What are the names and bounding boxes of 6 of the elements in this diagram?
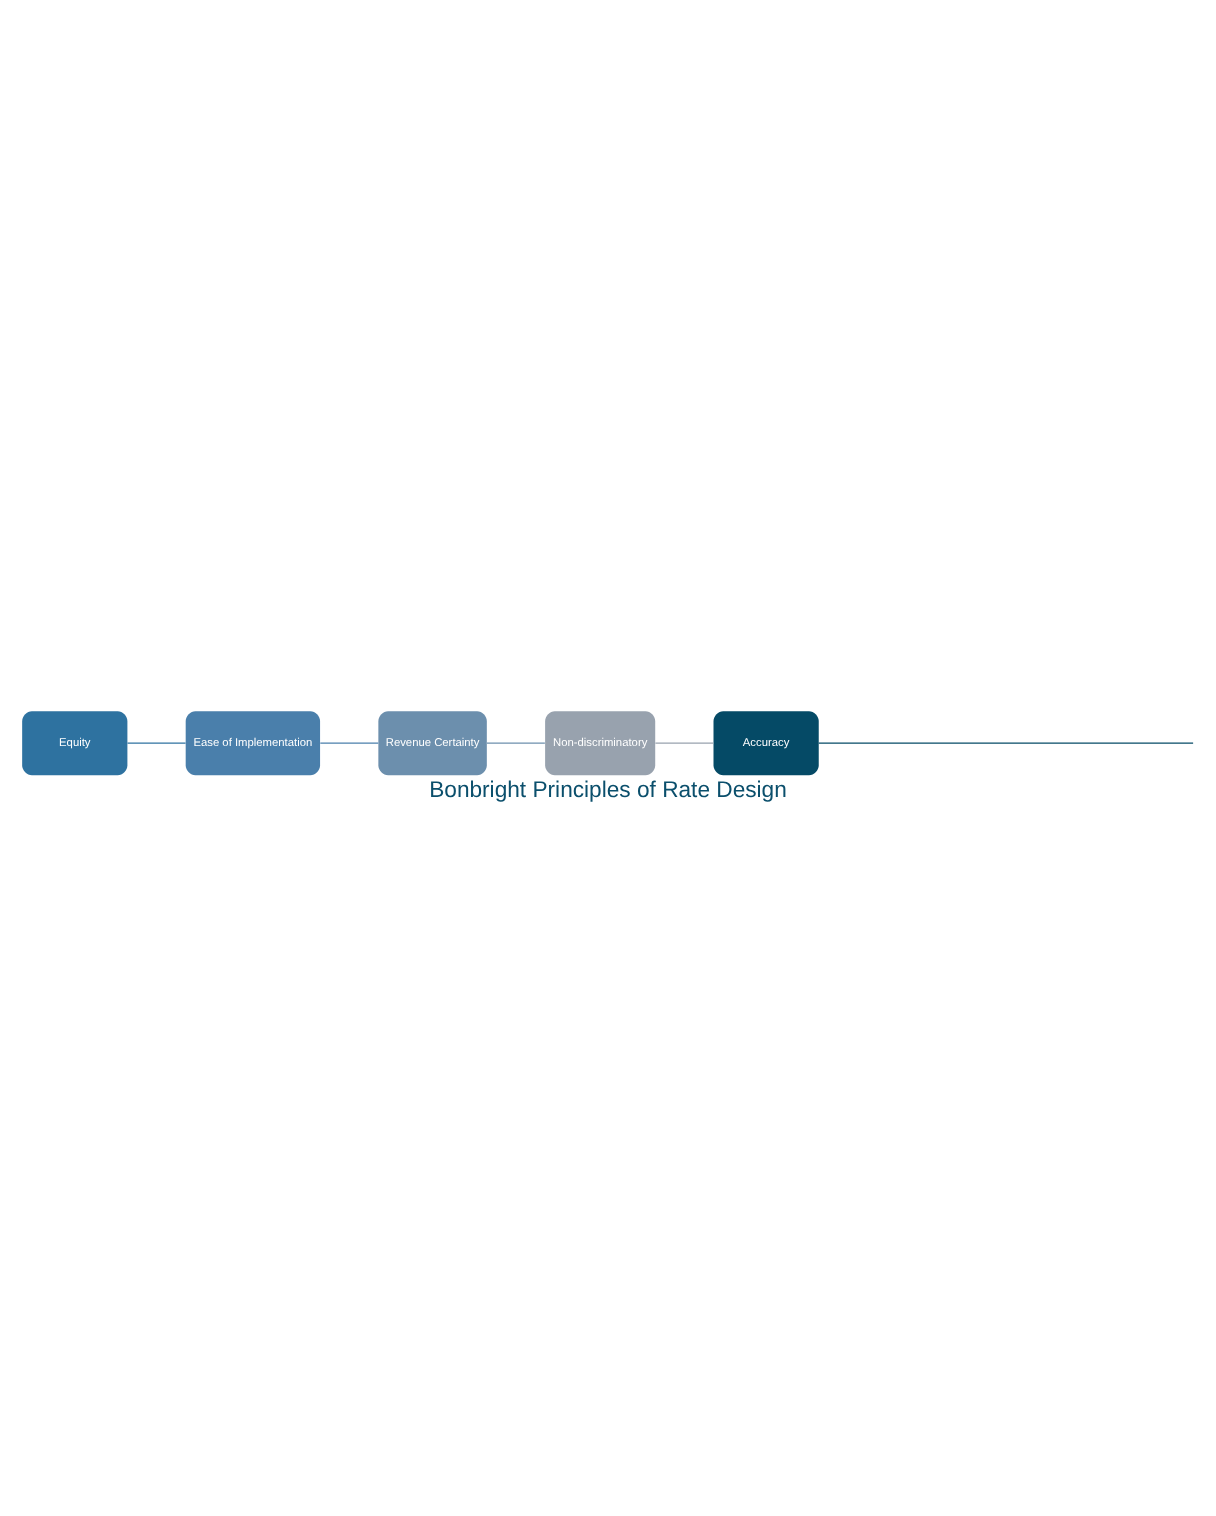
diagram-title: Bonbright Principles of Rate Design	[429, 777, 787, 802]
connector	[818, 741, 1194, 743]
connector	[319, 741, 379, 743]
connector	[654, 741, 714, 743]
connector	[126, 741, 187, 743]
connector	[486, 741, 546, 743]
